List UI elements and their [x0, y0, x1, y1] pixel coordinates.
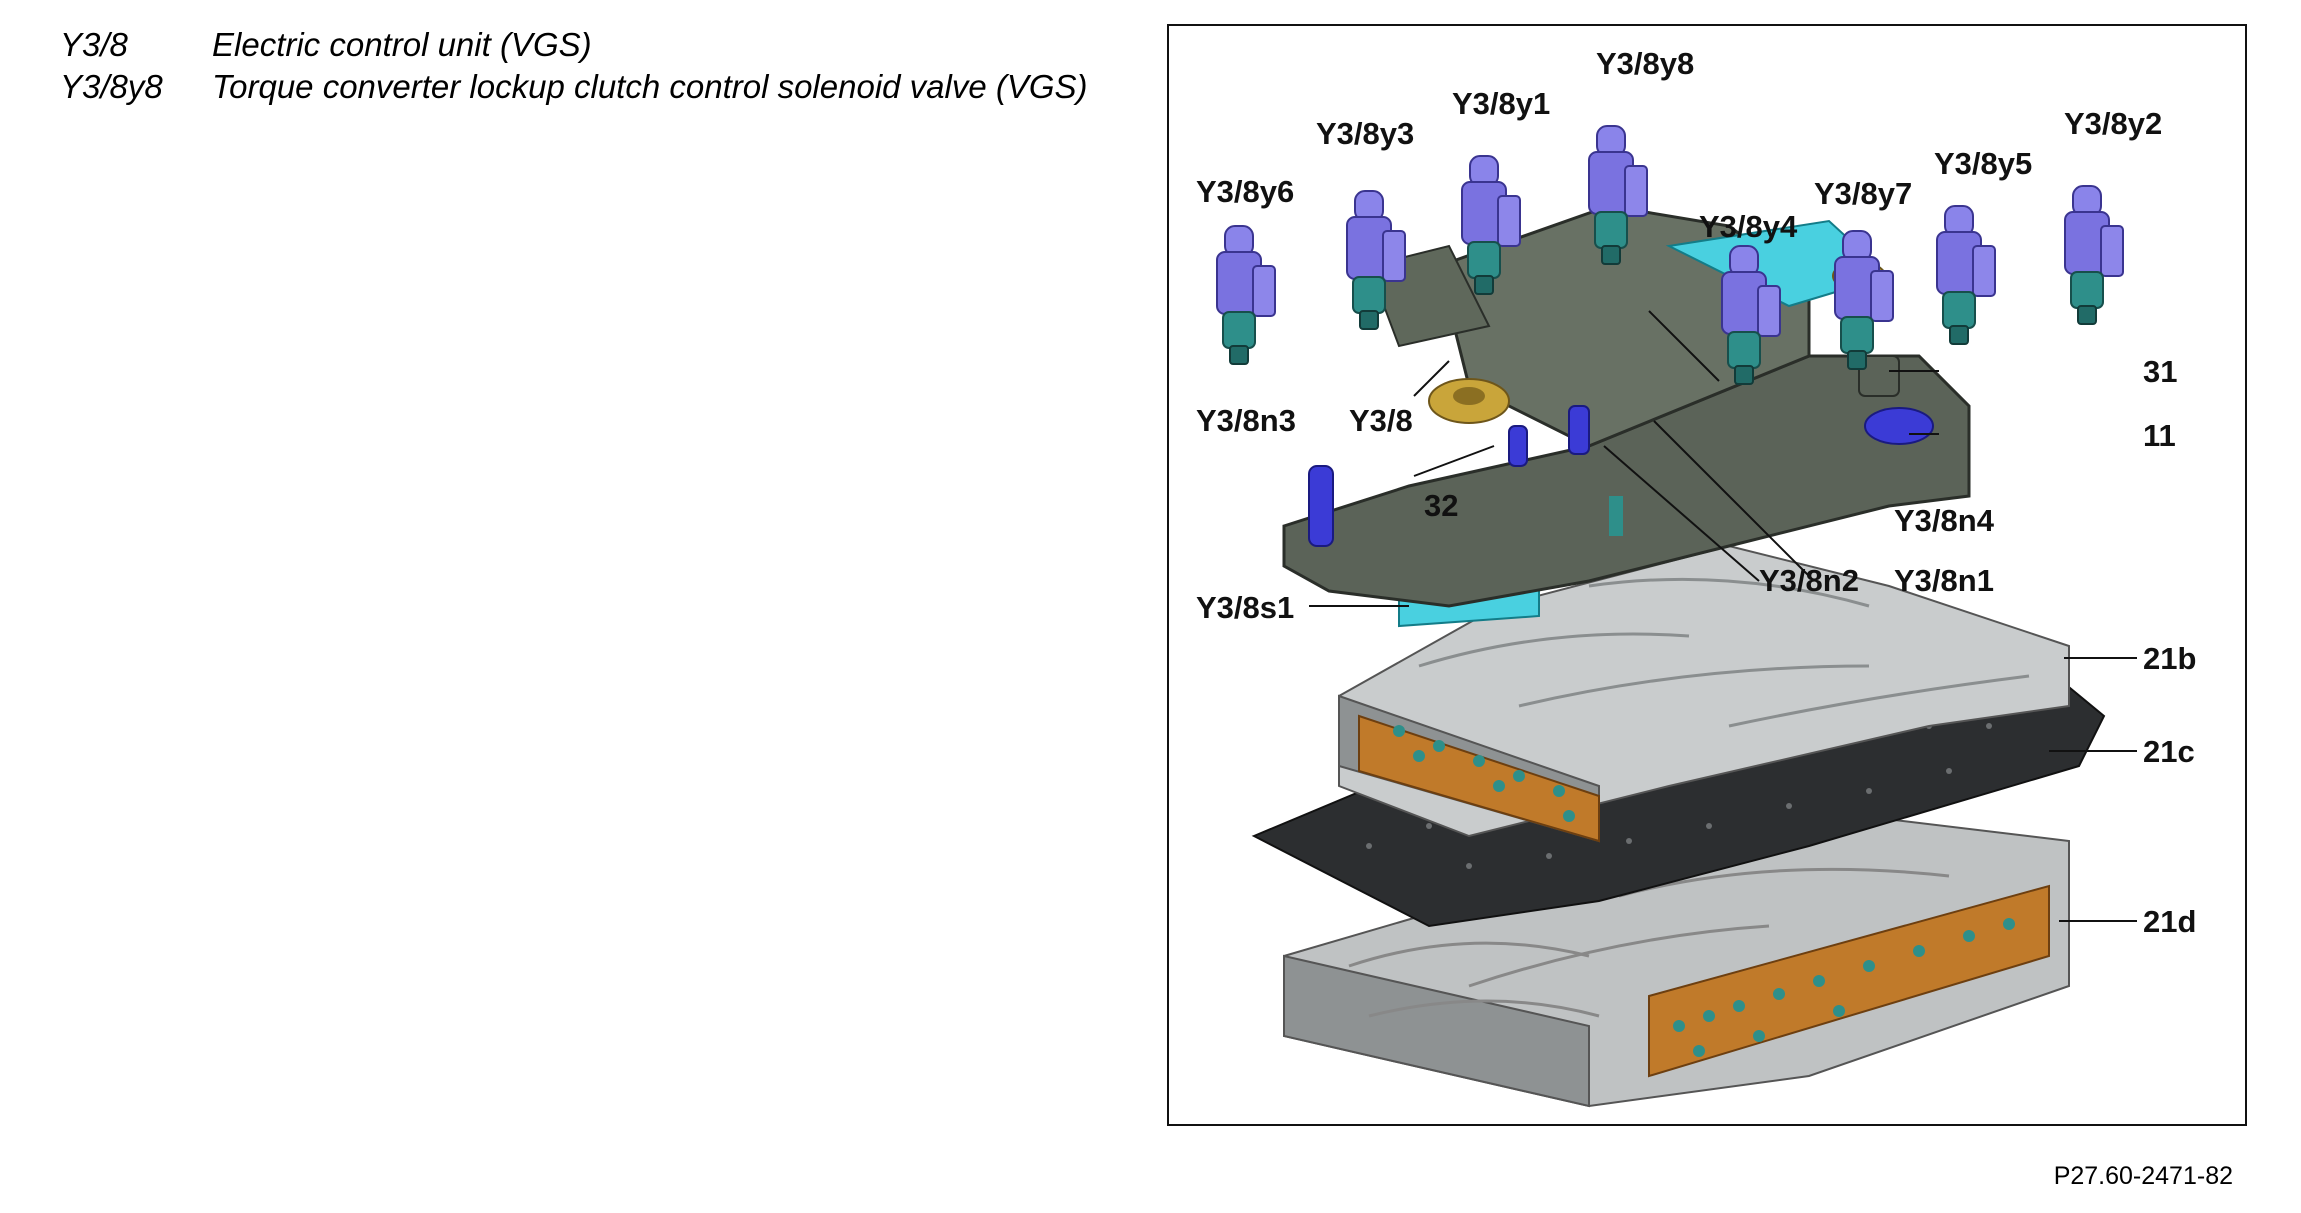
legend-description: Electric control unit (VGS) [212, 26, 592, 63]
label-21c: 21c [2143, 734, 2195, 769]
legend-description: Torque converter lockup clutch control s… [212, 68, 1088, 105]
label-21d: 21d [2143, 904, 2196, 939]
legend-row: Y3/8y8 Torque converter lockup clutch co… [60, 66, 1100, 108]
label-y3-8: Y3/8 [1349, 403, 1413, 438]
label-y3-8n4: Y3/8n4 [1894, 503, 1995, 538]
label-y3-8y3: Y3/8y3 [1316, 116, 1414, 151]
label-y3-8y2: Y3/8y2 [2064, 106, 2162, 141]
legend-code: Y3/8y8 [60, 68, 163, 105]
label-32: 32 [1424, 488, 1458, 523]
label-y3-8n2: Y3/8n2 [1759, 563, 1859, 598]
label-y3-8y7: Y3/8y7 [1814, 176, 1912, 211]
label-y3-8y5: Y3/8y5 [1934, 146, 2032, 181]
label-y3-8y6: Y3/8y6 [1196, 174, 1294, 209]
leader-lines [1309, 310, 2137, 922]
label-21b: 21b [2143, 641, 2196, 676]
label-y3-8y4: Y3/8y4 [1699, 209, 1798, 244]
lower-valve-body [1283, 804, 2070, 1108]
exploded-view-drawing: Y3/8y8 Y3/8y1 Y3/8y3 Y3/8y6 Y3/8y4 Y3/8y… [1196, 46, 2196, 1108]
label-y3-8n1: Y3/8n1 [1894, 563, 1994, 598]
label-y3-8y1: Y3/8y1 [1452, 86, 1550, 121]
exploded-view-figure: Y3/8y8 Y3/8y1 Y3/8y3 Y3/8y6 Y3/8y4 Y3/8y… [1167, 24, 2247, 1126]
figure-reference-number: P27.60-2471-82 [2053, 1162, 2233, 1190]
label-y3-8n3: Y3/8n3 [1196, 403, 1296, 438]
label-11: 11 [2143, 418, 2176, 453]
label-y3-8s1: Y3/8s1 [1196, 590, 1294, 625]
legend-code: Y3/8 [60, 26, 128, 63]
electric-control-unit [1282, 204, 1971, 608]
legend: Y3/8 Electric control unit (VGS) Y3/8y8 … [60, 24, 1100, 108]
callout-labels: Y3/8y8 Y3/8y1 Y3/8y3 Y3/8y6 Y3/8y4 Y3/8y… [1196, 46, 2196, 939]
legend-row: Y3/8 Electric control unit (VGS) [60, 24, 1100, 66]
upper-valve-body [1338, 544, 2070, 843]
label-31: 31 [2143, 354, 2177, 389]
label-y3-8y8: Y3/8y8 [1596, 46, 1694, 81]
